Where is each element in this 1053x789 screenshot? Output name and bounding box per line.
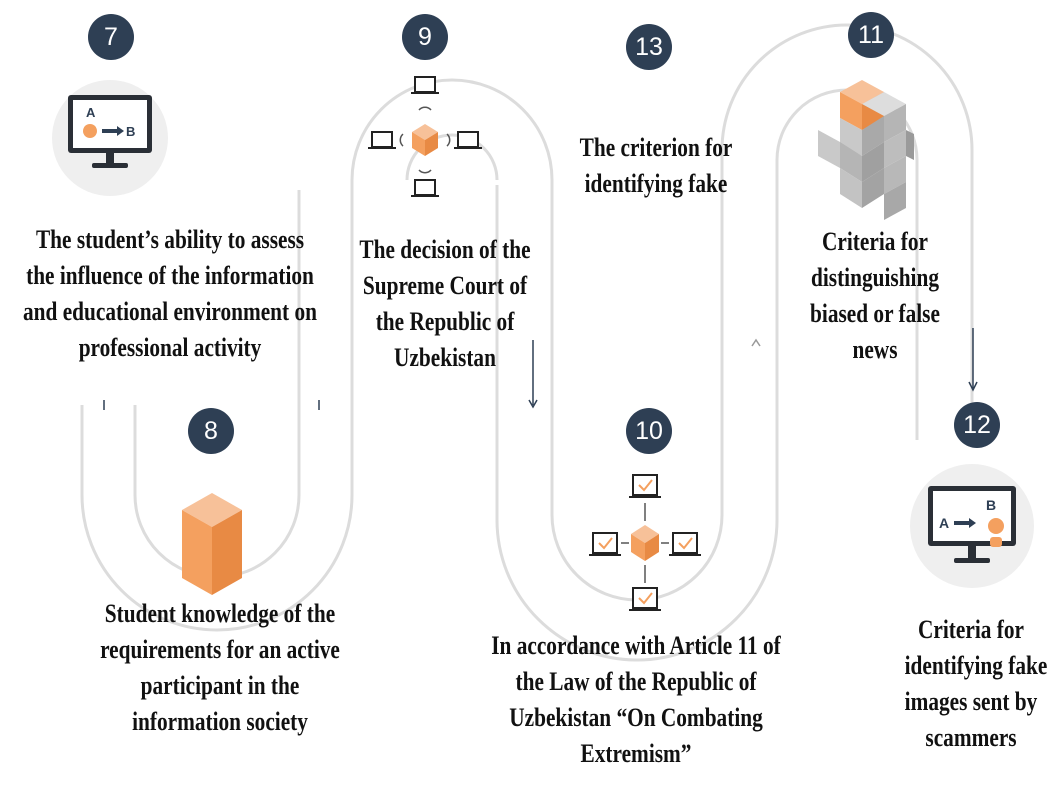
monitor-a-to-b-icon: A B	[52, 80, 168, 196]
label-line: requirements for an active	[100, 635, 340, 664]
monitor-a-to-b-icon: A B	[910, 464, 1034, 588]
label-line: professional activity	[78, 333, 262, 362]
label-line: The student’s ability to assess	[35, 225, 305, 254]
label-line: Criteria for	[918, 615, 1024, 644]
label-line: Student knowledge of the	[104, 599, 336, 628]
label-line: Uzbekistan	[394, 343, 496, 372]
label-line: Extremism”	[580, 739, 692, 768]
step-13-label: The criterion for identifying fake	[574, 130, 738, 202]
label-line: participant in the	[140, 671, 300, 700]
step-7-badge: 7	[88, 14, 134, 60]
svg-text:A: A	[939, 515, 949, 531]
label-line: images sent by	[904, 687, 1038, 716]
step-11-label: Criteria for distinguishing biased or fa…	[805, 224, 944, 368]
network-checks-icon	[589, 474, 701, 611]
label-line: and educational environment on	[23, 297, 317, 326]
label-line: biased or false	[810, 299, 940, 328]
label-line: identifying fake	[904, 651, 1048, 680]
step-9-label: The decision of the Supreme Court of the…	[351, 232, 540, 376]
label-line: the Republic of	[375, 307, 515, 336]
step-12-label: Criteria for identifying fake images sen…	[904, 612, 1048, 756]
step-8-label: Student knowledge of the requirements fo…	[72, 596, 367, 740]
label-line: In accordance with Article 11 of	[491, 631, 781, 660]
label-line: information society	[132, 707, 308, 736]
cube-stack-icon	[818, 80, 914, 220]
label-line: the Law of the Republic of	[515, 667, 757, 696]
direction-markers	[103, 328, 978, 410]
label-line: news	[852, 335, 898, 364]
step-9-badge: 9	[402, 14, 448, 60]
orange-cube-icon	[182, 493, 242, 595]
label-line: the influence of the information	[26, 261, 314, 290]
step-10-label: In accordance with Article 11 of the Law…	[480, 628, 792, 772]
svg-text:A: A	[86, 105, 96, 120]
step-7-label: The student’s ability to assess the infl…	[0, 222, 342, 366]
label-line: The criterion for	[579, 133, 733, 162]
step-12-badge: 12	[954, 402, 1000, 448]
svg-text:B: B	[126, 124, 135, 139]
label-line: The decision of the	[359, 235, 531, 264]
label-line: Uzbekistan “On Combating	[509, 703, 763, 732]
label-line: Supreme Court of	[362, 271, 528, 300]
network-hub-icon	[368, 76, 482, 197]
label-line: Criteria for	[822, 227, 928, 256]
label-line: identifying fake	[584, 169, 728, 198]
label-line: distinguishing	[811, 263, 939, 292]
step-8-badge: 8	[188, 408, 234, 454]
step-10-badge: 10	[626, 408, 672, 454]
label-line: scammers	[925, 723, 1017, 752]
svg-text:B: B	[986, 497, 996, 513]
step-11-badge: 11	[848, 12, 894, 58]
step-13-badge: 13	[626, 24, 672, 70]
